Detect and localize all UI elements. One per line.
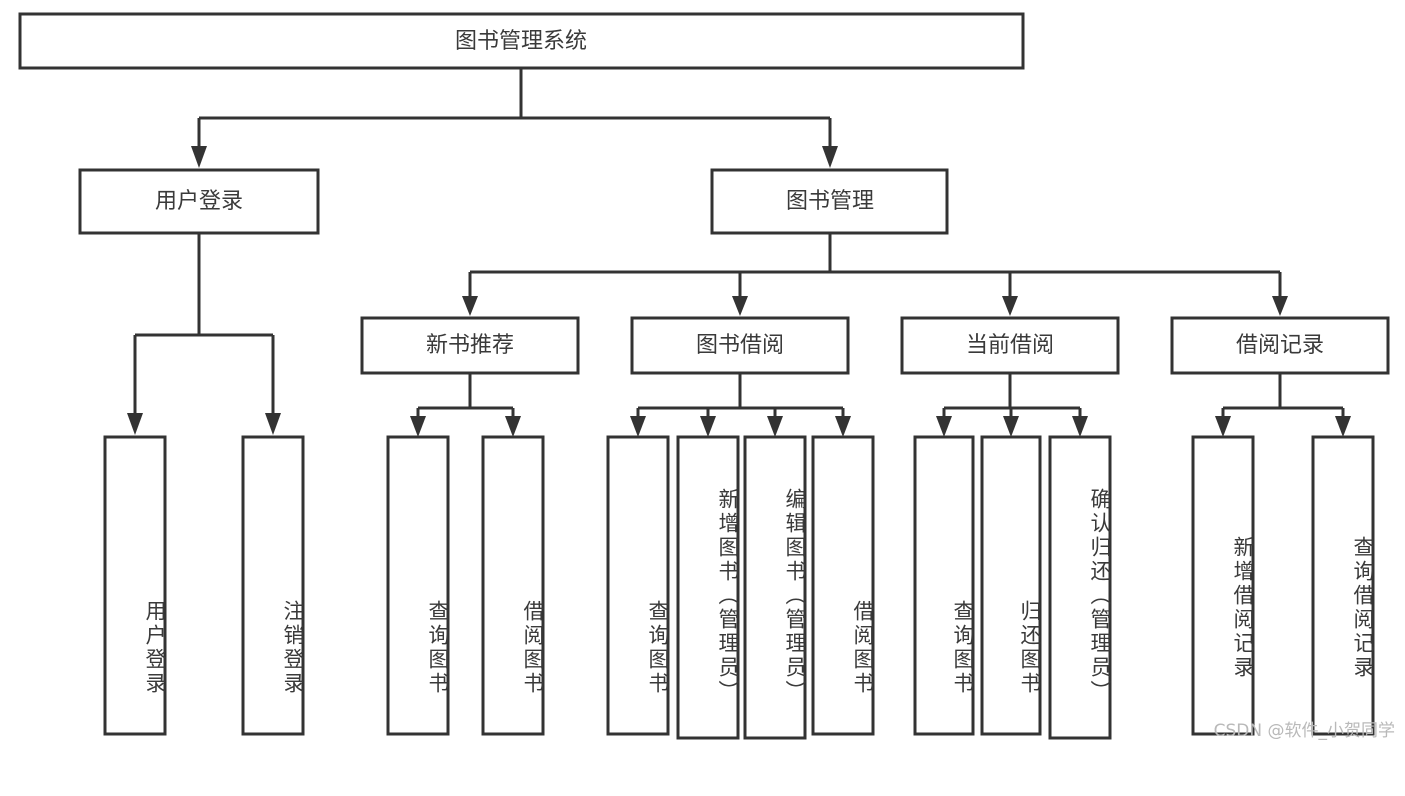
node-box-borrow-record[interactable] (1170, 316, 1390, 375)
arrow-book-child-1 (462, 296, 478, 316)
node-label-root: 图书管理系统 (455, 29, 587, 54)
leaf-box-new-book-2[interactable] (481, 435, 545, 736)
connector-group-user-login (127, 233, 281, 435)
node-label-book-borrow: 图书借阅 (696, 333, 784, 358)
node-box-book-borrow[interactable] (630, 316, 850, 375)
arrow-current-leaf-1 (936, 416, 952, 437)
arrow-newbook-leaf-2 (505, 416, 521, 437)
leaf-box-borrow-record-1[interactable] (1191, 435, 1255, 736)
node-box-new-book-recommend[interactable] (360, 316, 580, 375)
leaf-box-new-book-1[interactable] (386, 435, 450, 736)
arrow-borrow-leaf-2 (700, 416, 716, 437)
leaf-box-current-borrow-3[interactable] (1048, 435, 1112, 740)
tree-diagram-svg: 图书管理系统 用户登录 图书管理 新书推荐 图书借阅 当前借阅 借阅记录 (18, 12, 1390, 740)
arrow-current-leaf-3 (1072, 416, 1088, 437)
arrow-borrow-leaf-4 (835, 416, 851, 437)
leaf-box-user-login-2[interactable] (241, 435, 305, 736)
node-box-current-borrow[interactable] (900, 316, 1120, 375)
arrow-user-leaf-2 (265, 413, 281, 435)
connector-group-borrow-record (1215, 373, 1351, 437)
watermark-text: CSDN @软件_小贺同学 (1213, 721, 1395, 741)
arrow-borrow-leaf-3 (767, 416, 783, 437)
leaf-box-current-borrow-2[interactable] (980, 435, 1042, 736)
connector-group-current-borrow (936, 373, 1088, 437)
leaf-box-book-borrow-2[interactable] (676, 435, 740, 740)
connector-group-new-book (410, 373, 521, 437)
connector-group-book-borrow (630, 373, 851, 437)
arrow-book-child-4 (1272, 296, 1288, 316)
node-label-new-book-recommend: 新书推荐 (426, 333, 514, 358)
arrow-root-to-user (191, 146, 207, 168)
arrow-book-child-2 (732, 296, 748, 316)
node-label-current-borrow: 当前借阅 (966, 333, 1054, 358)
arrow-newbook-leaf-1 (410, 416, 426, 437)
leaf-box-borrow-record-2[interactable] (1311, 435, 1375, 736)
leaf-box-current-borrow-1[interactable] (913, 435, 975, 736)
connector-group-root (191, 68, 838, 168)
node-label-borrow-record: 借阅记录 (1236, 333, 1324, 358)
connector-group-book-manage (462, 233, 1288, 316)
arrow-borrow-leaf-1 (630, 416, 646, 437)
arrow-user-leaf-1 (127, 413, 143, 435)
node-box-user-login[interactable] (78, 168, 320, 235)
arrow-root-to-book (822, 146, 838, 168)
node-label-user-login: 用户登录 (155, 189, 243, 214)
node-label-book-manage: 图书管理 (786, 189, 874, 214)
node-box-root[interactable] (18, 12, 1025, 70)
leaf-box-book-borrow-3[interactable] (743, 435, 807, 740)
arrow-record-leaf-1 (1215, 416, 1231, 437)
node-box-book-manage[interactable] (710, 168, 949, 235)
leaf-box-user-login-1[interactable] (103, 435, 167, 736)
arrow-book-child-3 (1002, 296, 1018, 316)
arrow-current-leaf-2 (1003, 416, 1019, 437)
diagram-canvas: 图书管理系统 用户登录 图书管理 新书推荐 图书借阅 当前借阅 借阅记录 (18, 12, 1395, 741)
leaf-box-book-borrow-4[interactable] (811, 435, 875, 736)
leaf-box-book-borrow-1[interactable] (606, 435, 670, 736)
arrow-record-leaf-2 (1335, 416, 1351, 437)
